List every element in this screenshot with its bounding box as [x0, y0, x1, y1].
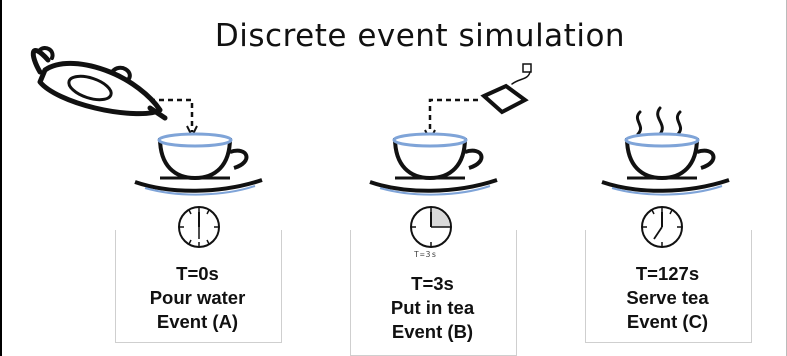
- event-b-time: T=3s: [411, 273, 454, 294]
- event-c-action: Serve tea: [626, 287, 709, 308]
- teacup-icon: [601, 132, 730, 196]
- event-a-name: Event (A): [156, 311, 239, 332]
- teabag-icon: [480, 63, 532, 115]
- event-b-panel: [350, 230, 517, 356]
- event-b-label: T=3s Put in tea Event (B): [350, 272, 515, 344]
- event-a-time: T=0s: [176, 263, 219, 284]
- steam-icon: [635, 106, 683, 136]
- event-a-label: T=0s Pour water Event (A): [115, 262, 280, 334]
- teacup-icon: [369, 132, 498, 196]
- event-c-label: T=127s Serve tea Event (C): [585, 262, 750, 334]
- teapot-icon: [30, 46, 168, 121]
- pour-arrow: [150, 98, 194, 132]
- event-b-name: Event (B): [391, 321, 474, 342]
- diagram-title: Discrete event simulation: [214, 18, 626, 54]
- clock-icon: [178, 206, 220, 248]
- event-c-name: Event (C): [626, 311, 709, 332]
- clock-icon: [410, 206, 452, 248]
- event-a-panel: [115, 230, 282, 343]
- teabag-arrow: [428, 98, 478, 136]
- teacup-icon: [134, 132, 263, 196]
- event-a-action: Pour water: [149, 287, 246, 308]
- event-c-time: T=127s: [635, 263, 700, 284]
- clock-icon: [641, 206, 683, 248]
- event-b-action: Put in tea: [390, 297, 475, 318]
- event-c-panel: [585, 230, 752, 343]
- clock-caption: T=3s: [414, 250, 438, 259]
